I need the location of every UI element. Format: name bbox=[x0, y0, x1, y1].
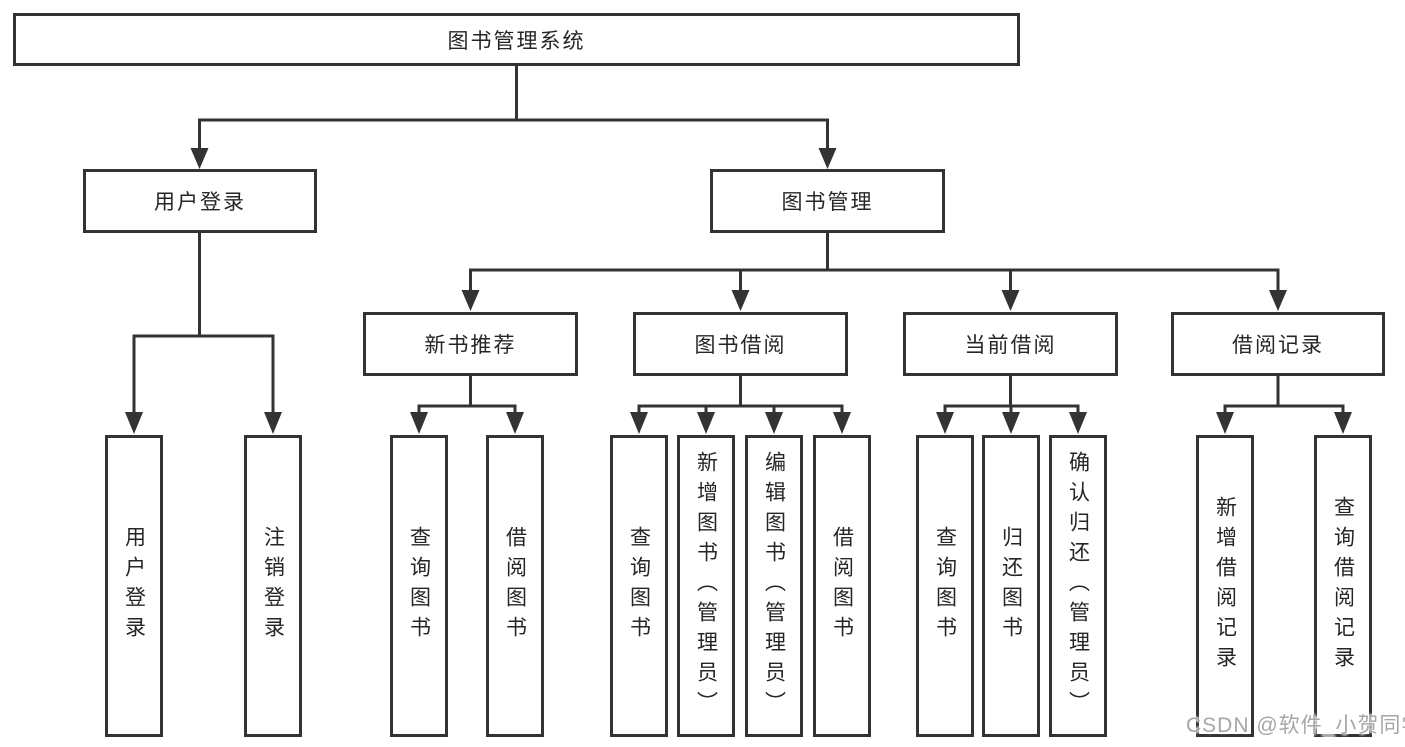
leaf-query-borrow-record: 查询借阅记录 bbox=[1314, 435, 1372, 737]
node-borrow-records-label: 借阅记录 bbox=[1232, 334, 1324, 357]
leaf-logout-label: 注销登录 bbox=[261, 526, 285, 646]
leaf-query-books-recommend-label: 查询图书 bbox=[407, 526, 431, 646]
leaf-return-books-label: 归还图书 bbox=[999, 526, 1023, 646]
leaf-query-borrow-record-label: 查询借阅记录 bbox=[1331, 496, 1355, 676]
node-new-book-recommend: 新书推荐 bbox=[363, 312, 578, 376]
leaf-query-books-borrow: 查询图书 bbox=[610, 435, 668, 737]
leaf-borrow-books-label: 借阅图书 bbox=[830, 526, 854, 646]
node-book-borrow: 图书借阅 bbox=[633, 312, 848, 376]
node-current-borrow-label: 当前借阅 bbox=[964, 334, 1057, 357]
node-root-label: 图书管理系统 bbox=[447, 29, 586, 53]
node-root-system: 图书管理系统 bbox=[13, 13, 1020, 66]
node-current-borrow: 当前借阅 bbox=[903, 312, 1118, 376]
csdn-watermark: CSDN @软件_小贺同学 bbox=[1186, 714, 1405, 737]
leaf-add-borrow-record: 新增借阅记录 bbox=[1196, 435, 1254, 737]
leaf-user-login-label: 用户登录 bbox=[122, 526, 146, 646]
leaf-borrow-books-recommend-label: 借阅图书 bbox=[503, 526, 527, 646]
leaf-query-books-recommend: 查询图书 bbox=[390, 435, 448, 737]
leaf-logout: 注销登录 bbox=[244, 435, 302, 737]
leaf-query-books-borrow-label: 查询图书 bbox=[627, 526, 651, 646]
node-book-borrow-label: 图书借阅 bbox=[694, 334, 787, 357]
node-borrow-records: 借阅记录 bbox=[1171, 312, 1385, 376]
leaf-return-books: 归还图书 bbox=[982, 435, 1040, 737]
leaf-edit-books-admin: 编辑图书（管理员） bbox=[745, 435, 803, 737]
leaf-edit-books-admin-label: 编辑图书（管理员） bbox=[762, 451, 786, 721]
node-user-login-label: 用户登录 bbox=[154, 191, 246, 214]
leaf-borrow-books-recommend: 借阅图书 bbox=[486, 435, 544, 737]
node-user-login: 用户登录 bbox=[83, 169, 317, 233]
node-new-book-recommend-label: 新书推荐 bbox=[424, 334, 517, 357]
leaf-query-books-current: 查询图书 bbox=[916, 435, 974, 737]
leaf-add-books-admin: 新增图书（管理员） bbox=[677, 435, 735, 737]
leaf-borrow-books: 借阅图书 bbox=[813, 435, 871, 737]
leaf-user-login: 用户登录 bbox=[105, 435, 163, 737]
leaf-add-books-admin-label: 新增图书（管理员） bbox=[694, 451, 718, 721]
node-book-management-label: 图书管理 bbox=[781, 191, 874, 214]
node-book-management: 图书管理 bbox=[710, 169, 945, 233]
leaf-confirm-return-admin-label: 确认归还（管理员） bbox=[1066, 451, 1090, 721]
leaf-add-borrow-record-label: 新增借阅记录 bbox=[1213, 496, 1237, 676]
leaf-query-books-current-label: 查询图书 bbox=[933, 526, 957, 646]
leaf-confirm-return-admin: 确认归还（管理员） bbox=[1049, 435, 1107, 737]
